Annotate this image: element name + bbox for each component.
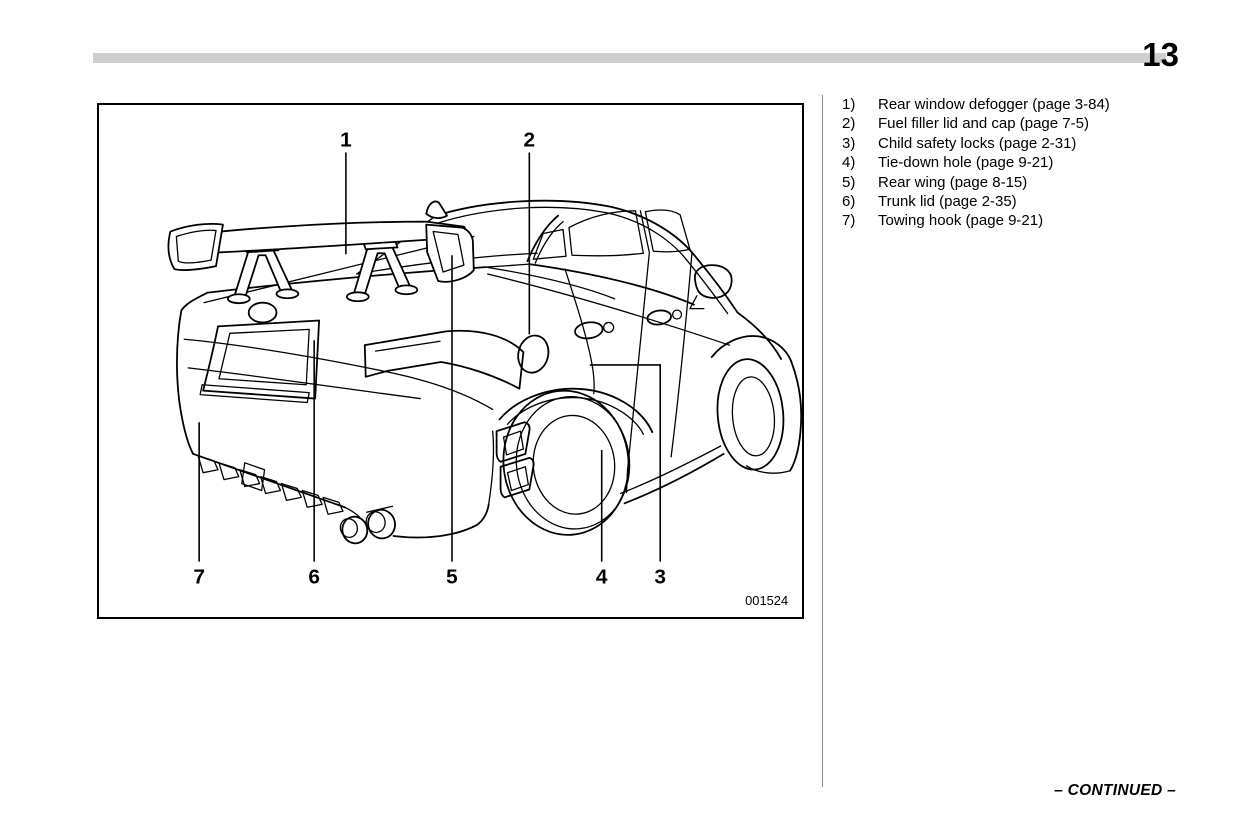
callout-1: 1 [340, 129, 352, 152]
figure-id: 001524 [745, 593, 788, 608]
parts-list-item: 1) Rear window defogger (page 3-84) [842, 95, 1110, 114]
exhaust-tips [339, 505, 396, 545]
rocker-panel [619, 445, 725, 505]
brand-emblem [247, 301, 278, 324]
license-plate-recess [199, 319, 321, 404]
page-number: 13 [1142, 36, 1179, 73]
callout-leader-lines [198, 152, 662, 562]
parts-list-item: 4) Tie-down hole (page 9-21) [842, 153, 1110, 172]
car-rear-three-quarter-illustration: 1 2 7 6 5 4 3 001524 [167, 129, 803, 608]
parts-list-item: 3) Child safety locks (page 2-31) [842, 134, 1110, 153]
column-divider [822, 95, 823, 787]
front-fender [736, 311, 803, 474]
item-label: Fuel filler lid and cap (page 7-5) [878, 115, 1089, 133]
item-label: Tie-down hole (page 9-21) [878, 154, 1054, 172]
item-number: 4) [842, 154, 856, 172]
parts-list-item: 2) Fuel filler lid and cap (page 7-5) [842, 114, 1110, 133]
item-number: 1) [842, 96, 856, 113]
callout-5: 5 [446, 565, 458, 588]
door-handles [574, 309, 683, 340]
side-windows [528, 209, 695, 306]
callout-4: 4 [596, 565, 608, 588]
callout-7: 7 [193, 565, 205, 588]
rear-bumper [176, 309, 495, 539]
callout-2: 2 [524, 129, 536, 152]
parts-list: 1) Rear window defogger (page 3-84) 2) F… [842, 95, 1110, 231]
tail-light [363, 329, 525, 390]
callout-6: 6 [308, 565, 320, 588]
front-wheel [710, 335, 792, 471]
fuel-filler-lid [517, 334, 550, 374]
item-label: Rear wing (page 8-15) [878, 173, 1028, 191]
item-label: Rear window defogger (page 3-84) [878, 96, 1110, 113]
callout-3: 3 [654, 565, 666, 588]
item-number: 5) [842, 173, 856, 191]
item-number: 6) [842, 193, 856, 211]
item-label: Towing hook (page 9-21) [878, 212, 1044, 230]
callout-labels: 1 2 7 6 5 4 3 [193, 129, 666, 589]
item-number: 3) [842, 134, 856, 152]
door-seams [564, 252, 693, 494]
rear-wing [167, 220, 475, 305]
parts-list-item: 5) Rear wing (page 8-15) [842, 173, 1110, 192]
side-mirror [689, 264, 733, 310]
continued-note: – CONTINUED – [1054, 782, 1176, 799]
item-number: 7) [842, 212, 856, 230]
parts-list-item: 6) Trunk lid (page 2-35) [842, 192, 1110, 211]
item-label: Trunk lid (page 2-35) [878, 193, 1017, 211]
header-rule [93, 53, 1166, 63]
figure-box: 1 2 7 6 5 4 3 001524 [97, 103, 804, 619]
item-label: Child safety locks (page 2-31) [878, 134, 1077, 152]
shark-fin-antenna [425, 200, 448, 220]
parts-list-item: 7) Towing hook (page 9-21) [842, 211, 1110, 230]
bumper-side-vents [495, 421, 535, 499]
item-number: 2) [842, 115, 856, 133]
